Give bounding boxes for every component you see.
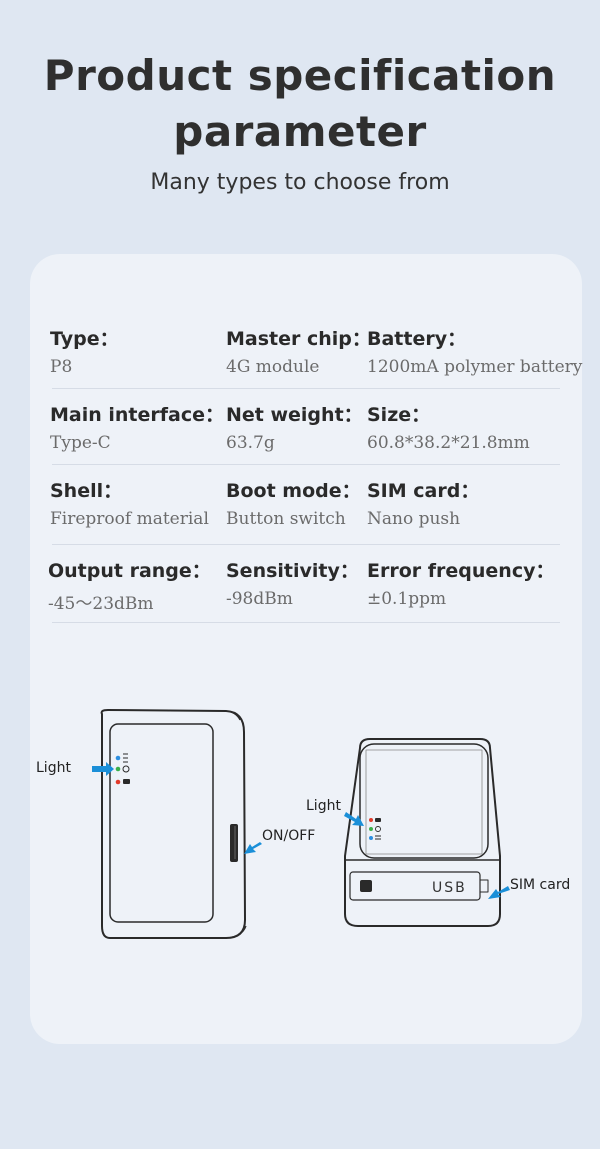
- spec-label: Master chip：: [226, 328, 371, 350]
- row-divider: [52, 464, 560, 465]
- spec-value: Fireproof material: [50, 509, 209, 529]
- arrow-icon: [344, 812, 364, 826]
- spec-label: Battery：: [367, 328, 467, 350]
- led-red: [369, 818, 373, 822]
- spec-value: ±0.1ppm: [367, 589, 447, 609]
- spec-output-range: Output range： -45～23dBm: [48, 556, 211, 614]
- spec-value: 4G module: [226, 357, 320, 377]
- spec-value: Type-C: [50, 433, 111, 453]
- spec-value: Button switch: [226, 509, 346, 529]
- page-title: Product specification parameter: [0, 48, 600, 160]
- spec-value: -98dBm: [226, 589, 293, 609]
- spec-label: Sensitivity：: [226, 560, 359, 582]
- device-side-view: USB: [344, 738, 501, 927]
- front-light-label: Light: [36, 760, 71, 776]
- spec-battery: Battery： 1200mA polymer battery: [367, 324, 582, 377]
- spec-sim-card: SIM card： Nano push: [367, 476, 479, 529]
- spec-value: Nano push: [367, 509, 461, 529]
- spec-value: 60.8*38.2*21.8mm: [367, 433, 530, 453]
- arrow-icon: [488, 886, 510, 899]
- spec-label: Type：: [50, 328, 119, 350]
- spec-label: Net weight：: [226, 404, 363, 426]
- spec-label: Boot mode：: [226, 480, 361, 502]
- led-red: [115, 779, 121, 785]
- page-subtitle: Many types to choose from: [150, 170, 450, 195]
- arrow-icon: [92, 762, 114, 776]
- title-line-2: parameter: [173, 107, 427, 156]
- side-light-label: Light: [306, 798, 341, 814]
- spec-shell: Shell： Fireproof material: [50, 476, 209, 529]
- arrow-icon: [244, 842, 262, 854]
- spec-value: 63.7g: [226, 433, 275, 453]
- spec-value: -45～23dBm: [48, 594, 154, 614]
- device-diagram: Light ON/OFF USB Light: [36, 709, 570, 939]
- led-blue: [115, 755, 121, 761]
- spec-label: Size：: [367, 404, 431, 426]
- spec-master-chip: Master chip： 4G module: [226, 324, 371, 377]
- spec-label: Error frequency：: [367, 560, 555, 582]
- led-green: [115, 766, 121, 772]
- spec-label: Shell：: [50, 480, 123, 502]
- title-line-1: Product specification: [43, 51, 557, 100]
- spec-type: Type： P8: [50, 324, 119, 377]
- led-blue: [369, 836, 373, 840]
- row-divider: [52, 544, 560, 545]
- spec-size: Size： 60.8*38.2*21.8mm: [367, 400, 530, 453]
- spec-sensitivity: Sensitivity： -98dBm: [226, 556, 359, 609]
- spec-card: Type： P8 Master chip： 4G module Battery：…: [30, 254, 582, 1044]
- spec-error-frequency: Error frequency： ±0.1ppm: [367, 556, 554, 609]
- spec-net-weight: Net weight： 63.7g: [226, 400, 363, 453]
- spec-label: SIM card：: [367, 480, 480, 502]
- row-divider: [52, 622, 560, 623]
- spec-label: Output range：: [48, 560, 211, 582]
- sim-card-label: SIM card: [510, 877, 570, 893]
- spec-value: P8: [50, 357, 73, 377]
- onoff-label: ON/OFF: [262, 828, 315, 844]
- device-front-view: [100, 709, 247, 939]
- spec-boot-mode: Boot mode： Button switch: [226, 476, 361, 529]
- spec-label: Main interface：: [50, 404, 224, 426]
- usb-label: USB: [432, 880, 467, 896]
- spec-value: 1200mA polymer battery: [367, 357, 583, 377]
- led-green: [369, 827, 373, 831]
- row-divider: [52, 388, 560, 389]
- spec-main-interface: Main interface： Type-C: [50, 400, 224, 453]
